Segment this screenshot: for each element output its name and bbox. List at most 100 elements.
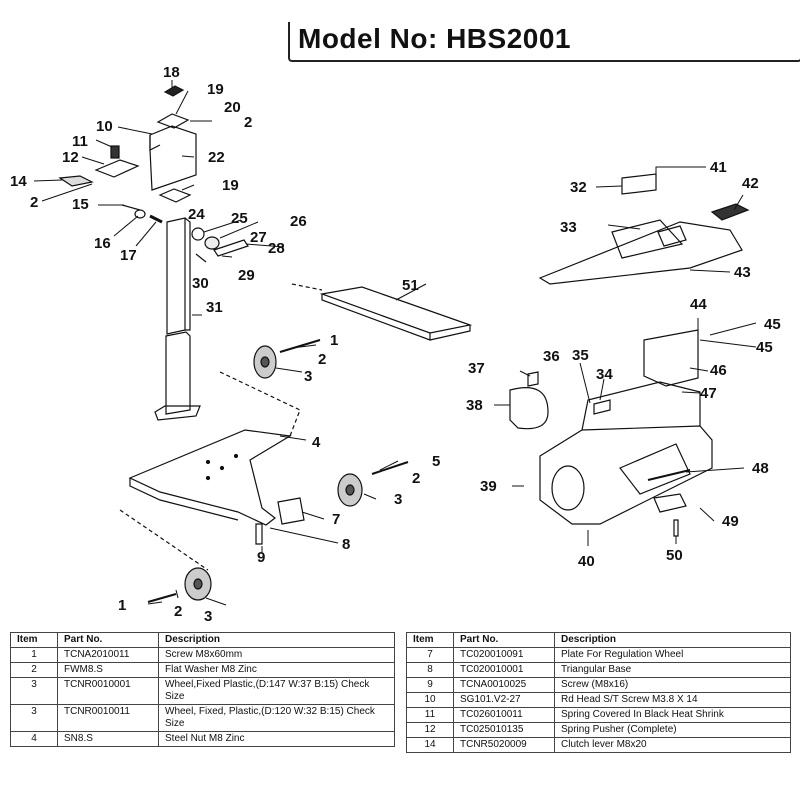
callout-2-left: 2 — [30, 194, 38, 211]
cell-description: Clutch lever M8x20 — [554, 737, 791, 753]
part-24-knob — [191, 227, 205, 241]
cell-item: 2 — [10, 662, 58, 678]
table-row: 3 TCNR0010001 Wheel,Fixed Plastic,(D:147… — [10, 677, 395, 705]
part-51-bar — [291, 283, 473, 341]
cell-item: 10 — [406, 692, 454, 708]
wheel-right — [337, 461, 409, 507]
callout-2-top: 2 — [244, 114, 252, 131]
part-40-body — [539, 381, 713, 525]
cell-description: Screw M8x60mm — [158, 647, 395, 663]
callout-3-right: 3 — [394, 491, 402, 508]
cell-part-no: TC026010011 — [453, 707, 555, 723]
callout-4: 4 — [312, 434, 321, 451]
cell-item: 11 — [406, 707, 454, 723]
table-row: 10 SG101.V2-27 Rd Head S/T Screw M3.8 X … — [406, 692, 791, 708]
part-46-plate — [643, 329, 699, 387]
callout-49: 49 — [722, 513, 739, 530]
part-28-clamp — [213, 239, 249, 257]
header-part-no: Part No. — [57, 632, 159, 648]
callout-34: 34 — [596, 366, 613, 383]
callout-27: 27 — [250, 229, 267, 246]
callout-40: 40 — [578, 553, 595, 570]
callout-47: 47 — [700, 385, 717, 402]
callout-51: 51 — [402, 277, 419, 294]
callout-48: 48 — [752, 460, 769, 477]
cell-item: 3 — [10, 704, 58, 732]
part-48-bolt — [647, 469, 691, 481]
callout-44: 44 — [690, 296, 707, 313]
part-42-knob — [710, 203, 750, 221]
cell-part-no: SG101.V2-27 — [453, 692, 555, 708]
cell-part-no: TC025010135 — [453, 722, 555, 738]
callout-1-lower: 1 — [118, 597, 126, 614]
callout-19-lower: 19 — [222, 177, 239, 194]
cell-part-no: TC020010001 — [453, 662, 555, 678]
header-part-no: Part No. — [453, 632, 555, 648]
cell-part-no: TCNA2010011 — [57, 647, 159, 663]
cell-item: 14 — [406, 737, 454, 753]
header-item: Item — [10, 632, 58, 648]
header-description: Description — [158, 632, 395, 648]
callout-36: 36 — [543, 348, 560, 365]
wheel-upper — [253, 339, 321, 379]
part-8-triangular-base — [128, 429, 292, 526]
callout-12: 12 — [62, 149, 79, 166]
cell-part-no: TCNR0010001 — [57, 677, 159, 705]
callout-30: 30 — [192, 275, 209, 292]
callout-45-upper: 45 — [764, 316, 781, 333]
callout-38: 38 — [466, 397, 483, 414]
callout-15: 15 — [72, 196, 89, 213]
part-50-screw — [673, 519, 679, 537]
part-30-pin — [195, 253, 207, 263]
part-43-top-cover — [538, 219, 743, 285]
part-16-washer — [134, 209, 146, 219]
part-9-screw — [255, 523, 263, 545]
cell-description: Triangular Base — [554, 662, 791, 678]
callout-2-upper-wheel: 2 — [318, 351, 326, 368]
table-row: 8 TC020010001 Triangular Base — [406, 662, 791, 678]
part-19-top-plate — [156, 113, 190, 129]
callout-5: 5 — [432, 453, 440, 470]
callout-2-right-wheel: 2 — [412, 470, 420, 487]
table-row: 7 TC020010091 Plate For Regulation Wheel — [406, 647, 791, 663]
part-22-bracket — [149, 125, 197, 191]
table-row: 3 TCNR0010011 Wheel, Fixed, Plastic,(D:1… — [10, 704, 395, 732]
cell-description: Spring Covered In Black Heat Shrink — [554, 707, 791, 723]
cell-item: 1 — [10, 647, 58, 663]
part-41-panel — [621, 173, 657, 195]
callout-3-upper: 3 — [304, 368, 312, 385]
post-foot — [154, 405, 201, 421]
part-15-pin — [121, 204, 141, 211]
table-row: 14 TCNR5020009 Clutch lever M8x20 — [406, 737, 791, 753]
callout-42: 42 — [742, 175, 759, 192]
part-7-plate — [277, 497, 305, 525]
cell-description: Flat Washer M8 Zinc — [158, 662, 395, 678]
post-assembly — [58, 85, 249, 421]
cell-item: 9 — [406, 677, 454, 693]
cell-part-no: TCNA0010025 — [453, 677, 555, 693]
callout-14: 14 — [10, 173, 27, 190]
part-25-washer — [204, 236, 220, 250]
callout-3-lower: 3 — [204, 608, 212, 625]
part-18-cap — [163, 85, 185, 97]
cell-item: 3 — [10, 677, 58, 705]
table-header-row: Item Part No. Description — [406, 632, 791, 648]
callout-45-lower: 45 — [756, 339, 773, 356]
cell-description: Wheel,Fixed Plastic,(D:147 W:37 B:15) Ch… — [158, 677, 395, 705]
header-description: Description — [554, 632, 791, 648]
cell-item: 12 — [406, 722, 454, 738]
callout-29: 29 — [238, 267, 255, 284]
callout-10: 10 — [96, 118, 113, 135]
cell-item: 7 — [406, 647, 454, 663]
cell-part-no: SN8.S — [57, 731, 159, 747]
callout-24: 24 — [188, 206, 205, 223]
part-14-lever — [58, 175, 94, 187]
callout-37: 37 — [468, 360, 485, 377]
cell-description: Spring Pusher (Complete) — [554, 722, 791, 738]
cell-part-no: TCNR5020009 — [453, 737, 555, 753]
table-row: 9 TCNA0010025 Screw (M8x16) — [406, 677, 791, 693]
part-17-spring — [149, 214, 163, 224]
part-31-upper-post — [166, 217, 186, 335]
callout-17: 17 — [120, 247, 137, 264]
table-row: 12 TC025010135 Spring Pusher (Complete) — [406, 722, 791, 738]
